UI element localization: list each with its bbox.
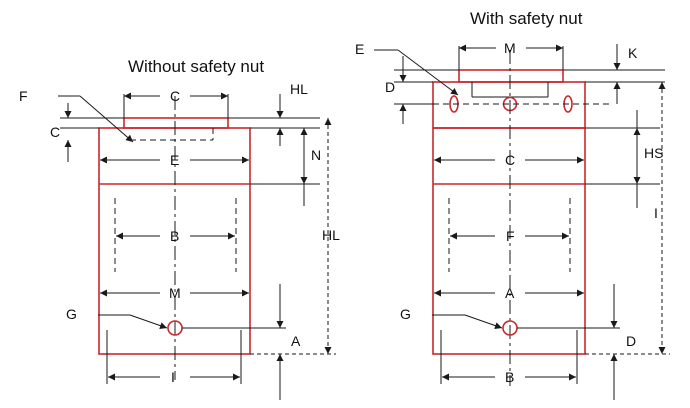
left-dim-b-label: B: [170, 228, 179, 244]
right-dim-a-label: A: [505, 285, 515, 301]
left-title: Without safety nut: [128, 57, 264, 76]
left-dim-m-label: M: [169, 285, 181, 301]
left-hl-top-label: HL: [290, 81, 308, 97]
left-side-c-label: C: [50, 124, 60, 140]
right-d-bottom-label: D: [626, 333, 636, 349]
left-plunger: [123, 117, 229, 129]
right-g-label: G: [400, 306, 411, 322]
left-dim-i-label: I: [171, 369, 175, 385]
right-diagram: With safety nut M C: [355, 9, 670, 400]
left-a-label: A: [291, 333, 301, 349]
right-title: With safety nut: [470, 9, 583, 28]
right-i-label: I: [654, 205, 658, 221]
right-safety-nut: [432, 81, 586, 129]
left-dim-top-width-label: C: [170, 88, 180, 104]
right-dim-b-label: B: [505, 369, 514, 385]
right-dim-f-label: F: [506, 228, 515, 244]
left-hl-side-label: HL: [322, 227, 340, 243]
left-dim-e-label: E: [170, 152, 179, 168]
left-g-label: G: [66, 306, 77, 322]
right-dim-c-label: C: [505, 152, 515, 168]
right-pointer-e-label: E: [355, 41, 364, 57]
right-dim-m-label: M: [504, 40, 516, 56]
right-d-top-label: D: [385, 79, 395, 95]
left-diagram: Without safety nut C E B M: [19, 57, 340, 400]
left-n-label: N: [311, 147, 321, 163]
right-plunger: [458, 69, 564, 83]
right-k-label: K: [628, 45, 638, 61]
left-pointer-f-label: F: [19, 88, 28, 104]
right-hs-label: HS: [644, 145, 663, 161]
